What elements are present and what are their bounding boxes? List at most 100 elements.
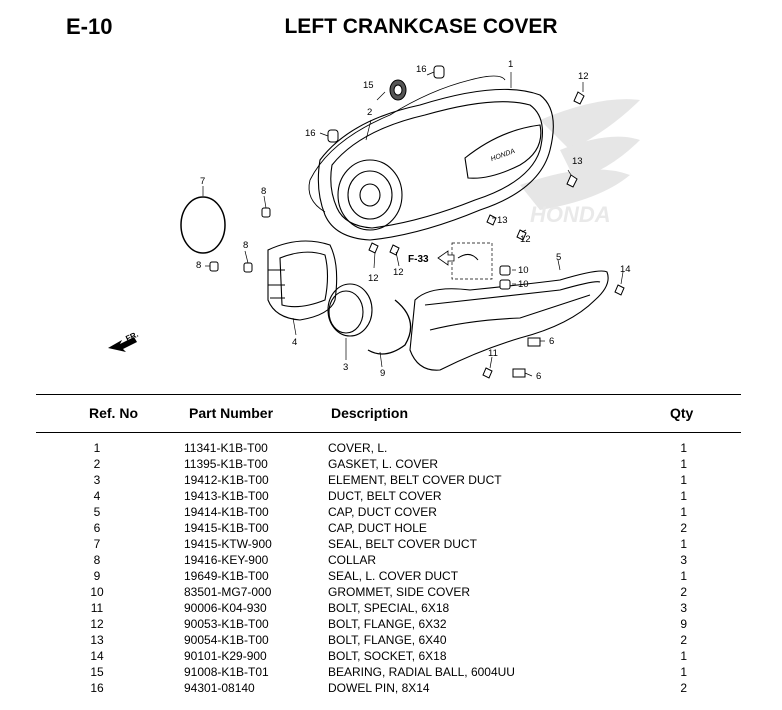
ref-label: 3	[343, 362, 348, 373]
part-number-cell: 90054-K1B-T00	[184, 633, 269, 647]
qty-cell: 2	[680, 585, 687, 599]
qty-cell: 1	[680, 441, 687, 455]
header-qty: Qty	[670, 405, 694, 421]
section-code: E-10	[66, 14, 113, 39]
gasket-part	[309, 75, 506, 181]
description-cell: DUCT, BELT COVER	[328, 489, 442, 503]
qty-cell: 2	[680, 633, 687, 647]
qty-cell: 2	[680, 681, 687, 695]
qty-cell: 1	[680, 537, 687, 551]
ref-label: 10	[518, 265, 529, 276]
table-row: 8 19416-KEY-900 COLLAR 3	[36, 552, 741, 568]
ref-cell: 15	[90, 665, 104, 679]
hardware-parts	[209, 65, 625, 379]
description-cell: COVER, L.	[328, 441, 388, 455]
table-row: 13 90054-K1B-T00 BOLT, FLANGE, 6X40 2	[36, 632, 741, 648]
qty-cell: 1	[680, 569, 687, 583]
ref-label: 7	[200, 176, 205, 187]
ref-label: 12	[578, 71, 589, 82]
part-number-cell: 19415-KTW-900	[184, 537, 272, 551]
ref-label: 14	[620, 264, 631, 275]
ref-cell: 4	[93, 489, 101, 503]
ref-labels: 1 2 3 4 5 6 6 7 8 8 8 9 10 10 11 12 12 1…	[196, 59, 631, 382]
description-cell: GROMMET, SIDE COVER	[328, 585, 471, 599]
ref-label: 11	[488, 348, 498, 359]
part-number-cell: 19416-KEY-900	[184, 553, 269, 567]
ref-cell: 3	[93, 473, 101, 487]
ref-label: 10	[518, 279, 529, 290]
section-callout: F-33	[408, 250, 479, 266]
ref-label: 16	[305, 128, 316, 139]
ref-label: 6	[536, 371, 541, 382]
page-title: LEFT CRANKCASE COVER	[284, 15, 558, 38]
ref-cell: 6	[93, 521, 101, 535]
qty-cell: 1	[680, 489, 687, 503]
description-cell: BEARING, RADIAL BALL, 6004UU	[328, 665, 515, 679]
ref-label: 5	[556, 252, 561, 263]
description-cell: COLLAR	[328, 553, 377, 567]
ref-label: 9	[380, 368, 385, 379]
direction-label: FR.	[124, 330, 139, 344]
ref-label: 4	[292, 337, 297, 348]
qty-cell: 3	[680, 553, 687, 567]
ref-label: 12	[520, 234, 531, 245]
ref-cell: 16	[90, 681, 104, 695]
duct-element-part	[327, 283, 373, 337]
ref-cell: 8	[93, 553, 101, 567]
description-cell: BOLT, FLANGE, 6X32	[328, 617, 447, 631]
description-cell: GASKET, L. COVER	[328, 457, 439, 471]
part-number-cell: 83501-MG7-000	[184, 585, 272, 599]
ref-label: 15	[363, 80, 374, 91]
description-cell: SEAL, L. COVER DUCT	[328, 569, 459, 583]
part-number-cell: 90006-K04-930	[184, 601, 267, 615]
ref-label: 6	[549, 336, 554, 347]
ref-cell: 12	[90, 617, 104, 631]
ref-cell: 1	[93, 441, 101, 455]
part-number-cell: 90053-K1B-T00	[184, 617, 269, 631]
table-row: 16 94301-08140 DOWEL PIN, 8X14 2	[36, 680, 741, 696]
description-cell: BOLT, SOCKET, 6X18	[328, 649, 447, 663]
ref-label: 13	[497, 215, 508, 226]
part-number-cell: 19412-K1B-T00	[184, 473, 269, 487]
description-cell: ELEMENT, BELT COVER DUCT	[328, 473, 502, 487]
header-ref: Ref. No	[89, 405, 138, 421]
ref-cell: 9	[93, 569, 101, 583]
qty-cell: 2	[680, 521, 687, 535]
part-number-cell: 19649-K1B-T00	[184, 569, 269, 583]
description-cell: DOWEL PIN, 8X14	[328, 681, 430, 695]
ref-label: 8	[261, 186, 266, 197]
description-cell: BOLT, FLANGE, 6X40	[328, 633, 447, 647]
qty-cell: 9	[680, 617, 687, 631]
part-number-cell: 94301-08140	[184, 681, 255, 695]
table-row: 6 19415-K1B-T00 CAP, DUCT HOLE 2	[36, 520, 741, 536]
part-number-cell: 19415-K1B-T00	[184, 521, 269, 535]
leader-lines	[202, 71, 624, 377]
description-cell: CAP, DUCT HOLE	[328, 521, 427, 535]
ref-cell: 10	[90, 585, 104, 599]
qty-cell: 1	[680, 473, 687, 487]
ref-label: 8	[196, 260, 201, 271]
ref-label: 8	[243, 240, 248, 251]
part-number-cell: 19414-K1B-T00	[184, 505, 269, 519]
part-number-cell: 90101-K29-900	[184, 649, 267, 663]
table-row: 12 90053-K1B-T00 BOLT, FLANGE, 6X32 9	[36, 616, 741, 632]
front-direction-arrow: FR.	[108, 330, 140, 352]
part-number-cell: 11341-K1B-T00	[184, 441, 268, 455]
ref-label: 12	[393, 267, 404, 278]
cover-seal-part	[367, 299, 412, 355]
ref-cell: 13	[90, 633, 104, 647]
part-number-cell: 19413-K1B-T00	[184, 489, 269, 503]
section-ref-label: F-33	[408, 254, 429, 265]
table-top-rule	[36, 394, 741, 395]
header-desc: Description	[331, 405, 409, 421]
qty-cell: 1	[680, 457, 687, 471]
table-row: 9 19649-K1B-T00 SEAL, L. COVER DUCT 1	[36, 568, 741, 584]
ref-label: 16	[416, 64, 427, 75]
belt-duct-part	[267, 240, 338, 321]
ref-cell: 11	[90, 601, 104, 615]
